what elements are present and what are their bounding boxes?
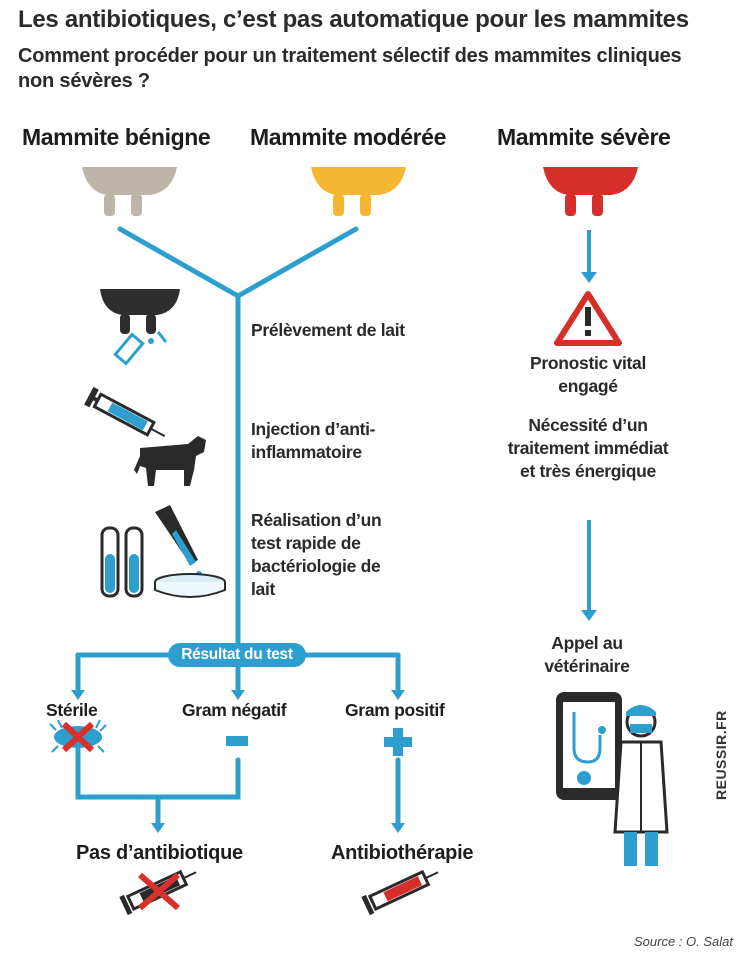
dropper-icon (155, 505, 202, 577)
header-benign: Mammite bénigne (22, 124, 211, 150)
step-test: Réalisation d’un test rapide de bactério… (251, 510, 382, 599)
brand-label: REUSSIR.FR (713, 710, 729, 800)
plus-sign-icon (384, 728, 412, 756)
header-moderate: Mammite modérée (250, 124, 446, 150)
benign-udder-icon (82, 167, 177, 216)
severe-prognosis: Pronostic vital engagé (529, 353, 647, 396)
result-label: Résultat du test (168, 643, 306, 667)
header-severe: Mammite sévère (497, 124, 671, 150)
step-injection: Injection d’anti-inflammatoire (251, 419, 376, 462)
page-title: Les antibiotiques, c’est pas automatique… (18, 6, 689, 33)
warning-icon (554, 291, 622, 346)
test-tubes-icon (100, 526, 144, 598)
severe-necessity: Nécessité d’un traitement immédiat et tr… (507, 415, 669, 481)
outcome-gram-positive: Gram positif (345, 700, 445, 720)
veterinarian-tablet-icon (556, 692, 622, 800)
final-antibiotherapy: Antibiothérapie (331, 842, 474, 864)
minus-sign-icon (226, 736, 248, 746)
sterile-cross-icon (49, 719, 107, 753)
antibiotic-syringe-icon (361, 869, 439, 916)
severe-udder-icon (543, 167, 638, 216)
milk-sampling-icon (100, 289, 180, 366)
source-label: Source : O. Salat (634, 934, 733, 949)
cow-icon (134, 436, 206, 486)
final-no-antibiotic: Pas d’antibiotique (76, 842, 243, 864)
outcome-gram-negative: Gram négatif (182, 700, 287, 720)
page-subtitle: Comment procéder pour un traitement séle… (18, 45, 682, 92)
veterinarian-figure-icon (613, 705, 669, 866)
outcome-sterile: Stérile (46, 700, 98, 720)
petri-dish-icon (154, 573, 226, 598)
severe-call-vet: Appel au vétérinaire (544, 633, 630, 676)
merge-flow-lines (75, 226, 401, 826)
flow-arrowheads (71, 272, 597, 833)
injection-syringe-icon (84, 386, 166, 438)
crossed-syringe-icon (119, 869, 197, 916)
moderate-udder-icon (311, 167, 406, 216)
step-sampling: Prélèvement de lait (251, 320, 405, 340)
